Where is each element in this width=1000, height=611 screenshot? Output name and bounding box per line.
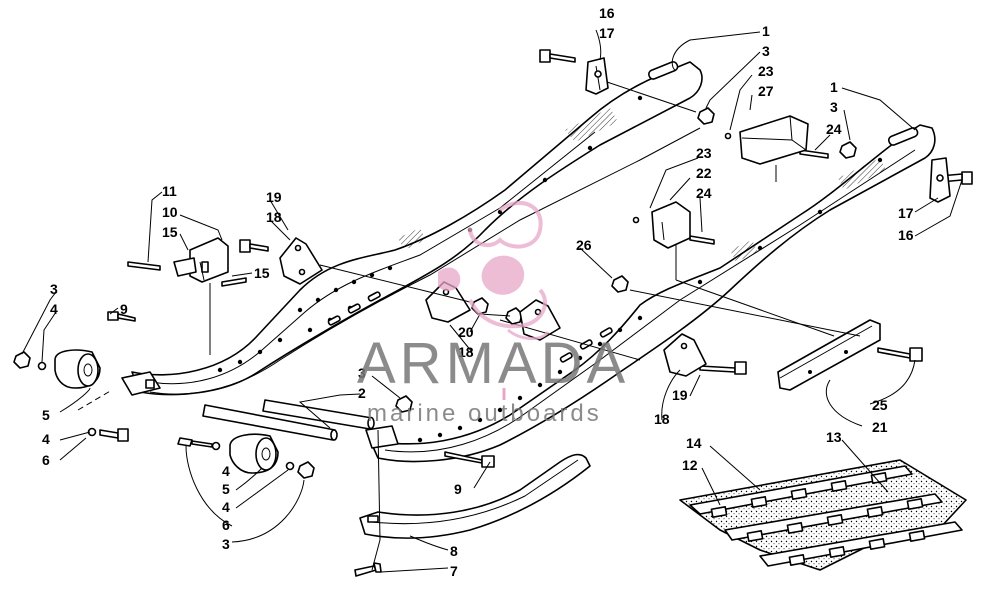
callout-24-top: 24 <box>826 121 842 137</box>
slider-block-27 <box>739 115 809 165</box>
callout-5-left: 5 <box>42 407 50 423</box>
callout-17-top: 17 <box>599 25 615 41</box>
callout-9-left: 9 <box>120 301 128 317</box>
callout-19-upper: 19 <box>266 189 282 205</box>
callout-17-right: 17 <box>898 205 914 221</box>
callout-15-right: 15 <box>254 265 270 281</box>
callout-25: 25 <box>872 397 888 413</box>
callout-27: 27 <box>758 83 774 99</box>
spacer-wheel-lower <box>229 433 279 474</box>
callout-19-lower: 19 <box>672 387 688 403</box>
callout-1-right: 1 <box>830 79 838 95</box>
slide-rail-right <box>365 124 936 463</box>
callout-6-mid: 6 <box>222 517 230 533</box>
callout-16-top: 16 <box>599 5 615 21</box>
spacer-wheel-upper <box>54 349 101 389</box>
stopper-bracket-16-17-right <box>929 157 951 203</box>
bracket-18-lower <box>663 333 707 377</box>
callout-12: 12 <box>682 457 698 473</box>
hifax-wear-strip <box>359 453 591 539</box>
track-section <box>679 459 967 571</box>
callout-11: 11 <box>162 183 177 199</box>
callout-10: 10 <box>162 204 178 220</box>
callout-21: 21 <box>872 419 888 435</box>
callout-3-left: 3 <box>50 281 58 297</box>
callout-2: 2 <box>358 385 366 401</box>
callout-4-mid-a: 4 <box>222 463 230 479</box>
stopper-bracket-16-17-top <box>585 57 609 95</box>
callout-15-left: 15 <box>162 224 178 240</box>
bracket-10 <box>173 237 229 283</box>
callout-20: 20 <box>458 324 474 340</box>
callout-numbers: 16 17 1 3 23 27 1 3 24 23 22 24 17 16 11… <box>42 5 914 579</box>
callout-3-right: 3 <box>830 99 838 115</box>
callout-26: 26 <box>576 237 592 253</box>
cross-shafts <box>202 399 375 441</box>
callout-7: 7 <box>450 563 458 579</box>
bracket-18-upper <box>279 237 323 285</box>
rail-holes-left <box>217 95 643 373</box>
slide-bar-21 <box>777 319 881 391</box>
callout-18-mid: 18 <box>458 344 474 360</box>
slide-rail-left <box>121 61 703 396</box>
callout-9-right: 9 <box>454 481 462 497</box>
callout-4-left: 4 <box>50 301 58 317</box>
track-clips <box>710 472 926 566</box>
callout-18-lower: 18 <box>654 411 670 427</box>
callout-23-top: 23 <box>758 63 774 79</box>
callout-6-left: 6 <box>42 452 50 468</box>
callout-1-top: 1 <box>762 23 770 39</box>
callout-16-right: 16 <box>898 227 914 243</box>
callout-3-bottom: 3 <box>222 536 230 552</box>
callout-5-mid: 5 <box>222 481 230 497</box>
slider-block-22 <box>651 201 691 249</box>
callout-3-mid: 3 <box>358 365 366 381</box>
callout-18-upper: 18 <box>266 209 282 225</box>
callout-8: 8 <box>450 543 458 559</box>
callout-23-mid: 23 <box>696 145 712 161</box>
callout-13: 13 <box>826 429 842 445</box>
callout-22: 22 <box>696 165 712 181</box>
callout-14: 14 <box>686 435 702 451</box>
callout-24-mid: 24 <box>696 185 712 201</box>
callout-3-top: 3 <box>762 43 770 59</box>
callout-4-mid-b: 4 <box>222 499 230 515</box>
callout-4-left-lower: 4 <box>42 431 50 447</box>
